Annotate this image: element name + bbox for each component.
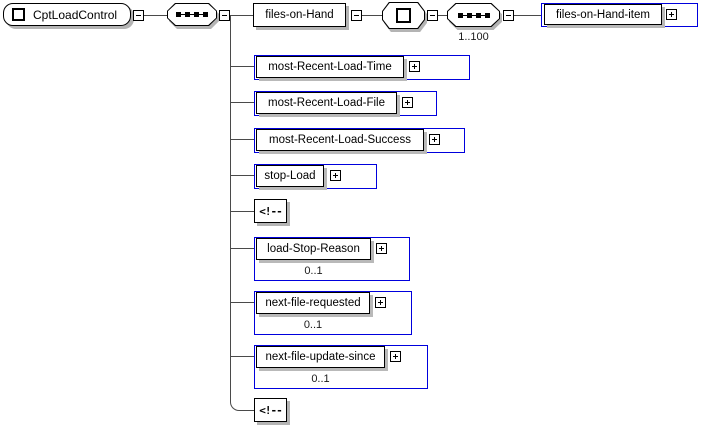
expand-icon[interactable]	[376, 243, 387, 254]
collapse-icon[interactable]	[351, 10, 362, 21]
connector-line	[230, 102, 254, 103]
element-frame-most-recent-load-time: most-Recent-Load-Time	[254, 55, 470, 80]
element-label: next-file-requested	[265, 297, 361, 309]
expand-icon[interactable]	[375, 297, 386, 308]
sequence-compositor-icon[interactable]	[167, 3, 217, 26]
element-next-file-requested[interactable]: next-file-requested	[256, 292, 370, 314]
expand-icon[interactable]	[390, 351, 401, 362]
collapse-icon[interactable]	[503, 10, 514, 21]
collapse-icon[interactable]	[133, 10, 144, 21]
element-label: CptLoadControl	[33, 7, 118, 22]
element-label: files-on-Hand-item	[556, 8, 650, 21]
element-label: next-file-update-since	[265, 351, 376, 363]
element-label: load-Stop-Reason	[267, 243, 360, 255]
comment-icon: <!--	[259, 204, 282, 218]
expand-icon[interactable]	[429, 134, 440, 145]
model-group-compositor-icon[interactable]	[382, 2, 425, 29]
connector-line	[230, 15, 253, 16]
connector-line	[230, 175, 254, 176]
element-frame-files-on-hand-item: files-on-Hand-item	[541, 3, 698, 27]
comment-node[interactable]: <!--	[254, 398, 287, 422]
element-frame-next-file-update-since: next-file-update-since 0..1	[254, 345, 428, 389]
element-frame-load-stop-reason: load-Stop-Reason 0..1	[254, 237, 410, 281]
element-frame-most-recent-load-success: most-Recent-Load-Success	[254, 128, 465, 153]
connector-line	[514, 15, 541, 16]
sequence-compositor-icon[interactable]	[447, 3, 500, 27]
connector-line	[230, 356, 254, 357]
element-load-stop-reason[interactable]: load-Stop-Reason	[256, 238, 371, 260]
sequence-dots-icon	[176, 10, 208, 19]
connector-line	[230, 302, 254, 303]
element-most-recent-load-time[interactable]: most-Recent-Load-Time	[256, 56, 404, 78]
element-frame-most-recent-load-file: most-Recent-Load-File	[254, 91, 437, 116]
element-label: most-Recent-Load-Time	[268, 61, 392, 73]
collapse-icon[interactable]	[219, 10, 230, 21]
tree-trunk-line	[230, 15, 231, 399]
expand-icon[interactable]	[330, 170, 341, 181]
element-most-recent-load-success[interactable]: most-Recent-Load-Success	[256, 129, 424, 151]
octagon-face	[448, 4, 499, 26]
element-label: files-on-Hand	[265, 9, 334, 21]
sequence-dots-icon	[457, 11, 490, 19]
occurrence-label: 0..1	[311, 373, 330, 385]
element-label: stop-Load	[264, 170, 316, 182]
element-next-file-update-since[interactable]: next-file-update-since	[256, 346, 385, 368]
connector-line	[438, 15, 447, 16]
octagon-face	[383, 3, 424, 28]
comment-node[interactable]: <!--	[254, 199, 287, 223]
connector-line	[230, 139, 254, 140]
connector-line	[230, 66, 254, 67]
expand-icon[interactable]	[666, 9, 677, 20]
element-files-on-hand[interactable]: files-on-Hand	[253, 3, 346, 27]
element-frame-next-file-requested: next-file-requested 0..1	[254, 291, 412, 335]
element-stop-load[interactable]: stop-Load	[256, 165, 324, 187]
octagon-face	[168, 4, 216, 25]
element-files-on-hand-item[interactable]: files-on-Hand-item	[544, 4, 662, 25]
model-group-square-icon	[396, 8, 411, 23]
expand-icon[interactable]	[409, 61, 420, 72]
connector-line	[230, 211, 254, 212]
element-frame-stop-load: stop-Load	[254, 164, 377, 189]
occurrence-label: 0..1	[303, 319, 323, 331]
comment-icon: <!--	[259, 403, 282, 417]
occurrence-label: 1..100	[458, 31, 489, 43]
occurrence-label: 0..1	[304, 265, 323, 277]
element-most-recent-load-file[interactable]: most-Recent-Load-File	[256, 92, 397, 114]
connector-line	[144, 15, 167, 16]
element-label: most-Recent-Load-Success	[269, 134, 411, 146]
element-label: most-Recent-Load-File	[268, 97, 385, 109]
connector-line	[362, 15, 382, 16]
connector-curve	[230, 398, 255, 411]
connector-line	[230, 248, 254, 249]
collapse-icon[interactable]	[427, 10, 438, 21]
element-type-icon	[12, 8, 25, 21]
expand-icon[interactable]	[402, 97, 413, 108]
element-cptloadcontrol[interactable]: CptLoadControl	[3, 3, 131, 26]
